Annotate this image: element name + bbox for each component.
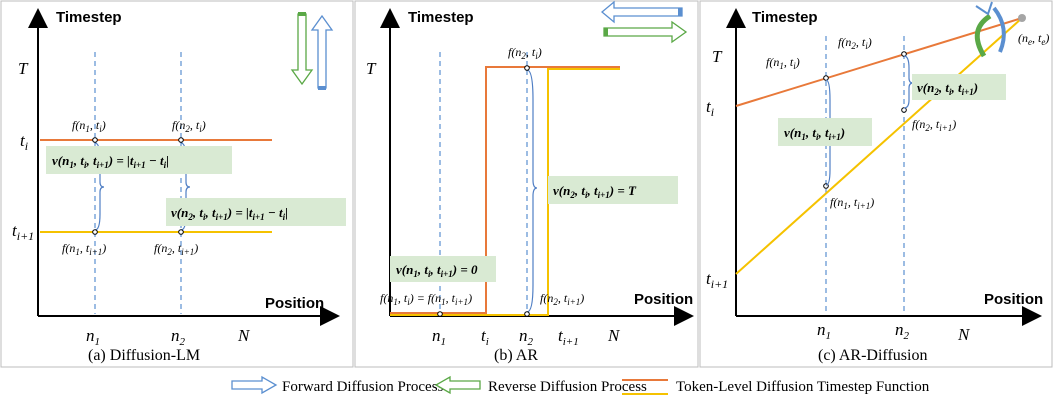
point-n1-ti1: [92, 229, 98, 235]
label-n2-ti: f(n2, ti): [838, 35, 872, 51]
blue-curve-icon: [992, 6, 1006, 53]
velocity-box-1: [46, 146, 232, 174]
label-n1-eq: f(n1, ti) = f(n1, ti+1): [380, 291, 472, 307]
N-label: N: [957, 325, 971, 344]
label-n2-ti: f(n2, ti): [172, 118, 206, 134]
N-label: N: [607, 326, 621, 345]
panel-b-frame: [354, 0, 699, 368]
velocity-box-1: [778, 118, 872, 146]
ti1-label: ti+1: [706, 269, 728, 291]
ti-label: ti: [481, 326, 489, 348]
velocity-1: v(n1, ti, ti+1) = 0: [396, 262, 478, 279]
legend-function: Token-Level Diffusion Timestep Function: [676, 379, 930, 395]
point-n2-ti1: [524, 311, 530, 317]
yellow-line: [735, 17, 1023, 275]
anchor-point: [1018, 14, 1026, 22]
n2-label: n2: [171, 326, 186, 348]
forward-arrow-cap: [318, 86, 326, 90]
panel-a: Timestep Position T ti ti+1 f(n1, ti) f(…: [0, 0, 354, 368]
n2-label: n2: [895, 320, 910, 342]
n1-label: n1: [432, 326, 446, 348]
velocity-box-2: [166, 198, 346, 226]
caption-b: (b) AR: [494, 347, 538, 364]
velocity-box-2: [912, 74, 1006, 100]
ti1-label: ti+1: [12, 221, 34, 243]
point-n2-ti1: [178, 229, 184, 235]
T-label: T: [18, 59, 29, 78]
n1-label: n1: [817, 320, 831, 342]
panel-c: Timestep Position T ti ti+1 (ne, te) f(n…: [699, 0, 1053, 368]
label-n2-ti: f(n2, ti): [508, 45, 542, 61]
forward-arrow-icon: [600, 0, 683, 24]
ti1-label: ti+1: [558, 326, 579, 348]
y-axis-label: Timestep: [408, 9, 474, 26]
n2-label: n2: [519, 326, 534, 348]
forward-arrow-cap: [678, 8, 682, 16]
reverse-arrow-icon: [603, 20, 688, 44]
brace-n2: [526, 69, 538, 313]
brace-n2: [903, 55, 914, 109]
reverse-legend-icon: [434, 375, 481, 395]
y-axis-label: Timestep: [752, 9, 818, 26]
T-label: T: [366, 59, 377, 78]
label-n1-ti: f(n1, ti): [72, 118, 106, 134]
point-n1-ti: [92, 137, 98, 143]
label-n2-ti1: f(n2, ti+1): [154, 241, 198, 257]
legend-forward: Forward Diffusion Process: [282, 379, 444, 395]
orange-line: [735, 17, 1023, 107]
x-axis-label: Position: [984, 291, 1043, 308]
rotation-arrows: [974, 1, 1006, 58]
label-n2-ti1: f(n2, ti+1): [540, 291, 584, 307]
anchor-label: (ne, te): [1018, 31, 1049, 47]
label-n1-ti1: f(n1, ti+1): [62, 241, 106, 257]
reverse-arrow-cap: [298, 12, 306, 16]
forward-legend-icon: [231, 375, 278, 395]
x-axis-label: Position: [265, 295, 324, 312]
velocity-2: v(n2, ti, ti+1) = T: [553, 183, 637, 200]
label-n1-ti1: f(n1, ti+1): [830, 195, 874, 211]
green-curve-icon: [974, 13, 992, 58]
velocity-box-1: [390, 256, 496, 282]
ti-label: ti: [20, 131, 28, 153]
caption-c: (c) AR-Diffusion: [818, 347, 927, 364]
blue-curve-head: [975, 1, 993, 16]
velocity-box-2: [548, 176, 678, 204]
x-axis-label: Position: [634, 291, 693, 308]
point-n2-ti: [524, 65, 530, 71]
reverse-arrow-icon: [290, 13, 314, 86]
n1-label: n1: [86, 326, 100, 348]
ti-label: ti: [706, 97, 714, 119]
point-n2-ti: [178, 137, 184, 143]
process-arrows-b: [600, 0, 688, 44]
panel-b: Timestep Position T f(n2, ti) f(n1, ti) …: [354, 0, 699, 368]
N-label: N: [237, 326, 251, 345]
process-arrows-a: [290, 12, 334, 90]
reverse-arrow-cap: [604, 28, 608, 36]
label-n1-ti: f(n1, ti): [766, 55, 800, 71]
legend: Forward Diffusion Process Reverse Diffus…: [231, 375, 930, 395]
y-axis-label: Timestep: [56, 9, 122, 26]
panel-a-frame: [0, 0, 354, 368]
panel-c-frame: [699, 0, 1053, 368]
label-n2-ti1: f(n2, ti+1): [912, 117, 956, 133]
point-n1-ti: [437, 311, 443, 317]
legend-reverse: Reverse Diffusion Process: [488, 379, 647, 395]
T-label: T: [712, 47, 723, 66]
forward-arrow-icon: [310, 14, 334, 89]
caption-a: (a) Diffusion-LM: [88, 347, 200, 364]
